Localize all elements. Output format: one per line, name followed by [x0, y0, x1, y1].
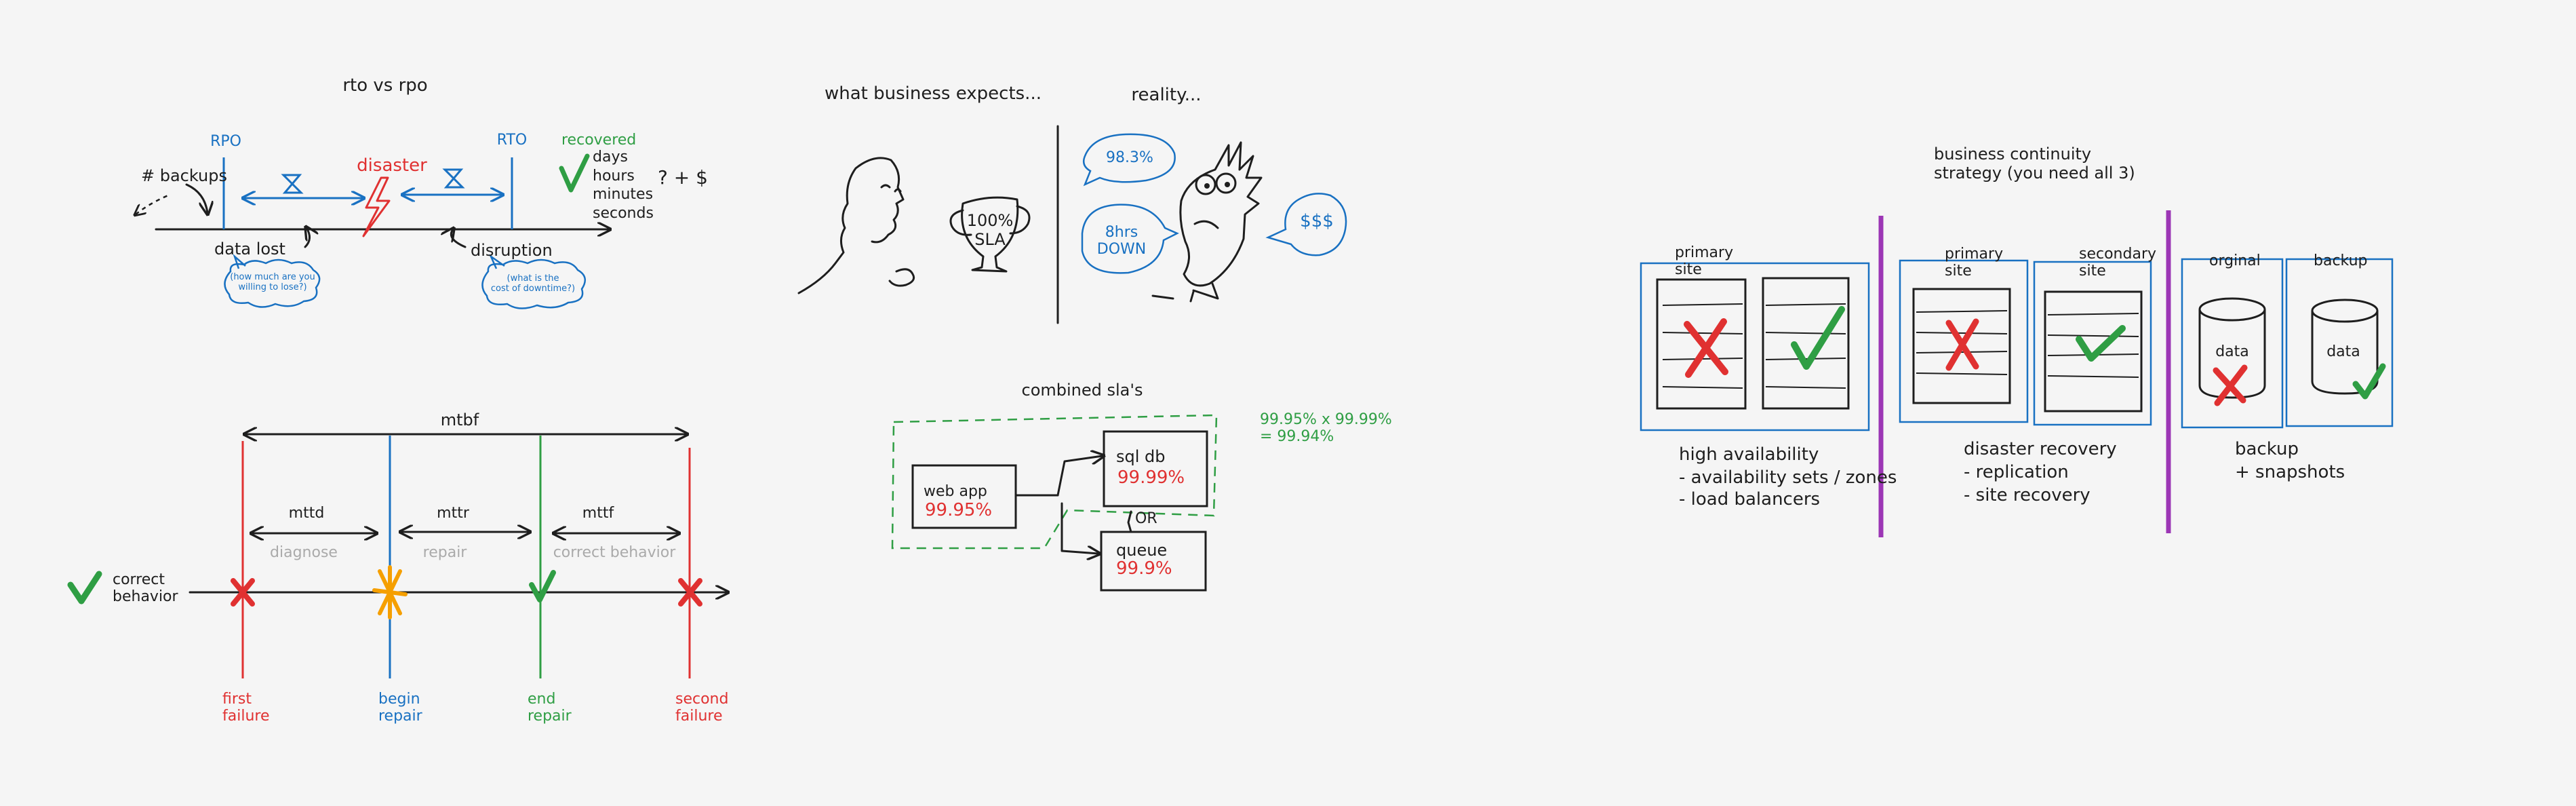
data-label-2: data [2326, 343, 2360, 360]
end-repair-label: end repair [528, 691, 572, 725]
or-label: OR [1135, 510, 1157, 527]
backup-item-1: + snapshots [2235, 462, 2345, 482]
database-icon-backup [2311, 299, 2379, 395]
rto-rpo-title: rto vs rpo [342, 75, 428, 96]
data-label-1: data [2215, 343, 2249, 360]
dr-item-1: - replication [1964, 462, 2069, 482]
disruption-bubble [481, 254, 587, 309]
begin-repair-label: begin repair [378, 691, 422, 725]
dr-heading: disaster recovery [1964, 439, 2117, 459]
rto-label: RTO [496, 132, 528, 149]
backups-label: # backups [141, 166, 227, 185]
lightning-icon [362, 176, 391, 237]
combined-sla-title: combined sla's [1021, 381, 1143, 400]
combined-sla-diagram [891, 414, 1218, 592]
bubble-98-text: 98.3% [1106, 149, 1153, 166]
dr-secondary-label: secondary site [2079, 246, 2157, 280]
check-icon-end-repair [529, 570, 556, 602]
failure-x-icon-1 [231, 578, 255, 607]
failure-timeline [67, 434, 727, 678]
second-failure-label: second failure [675, 691, 729, 725]
cost-label: ? + $ [658, 166, 708, 189]
backup-check-icon [2352, 363, 2386, 400]
first-failure-label: first failure [222, 691, 270, 725]
backup-x-icon [2213, 364, 2248, 406]
checkmark-icon [559, 153, 590, 193]
mttf-label: mttf [582, 505, 614, 522]
data-lost-label: data lost [214, 239, 285, 258]
correct-behavior-gray-label: correct behavior [553, 544, 676, 561]
disruption-bubble-text: (what is the cost of downtime?) [490, 273, 576, 294]
trophy-text: 100% SLA [966, 211, 1014, 249]
stressed-person-icon [1179, 141, 1263, 287]
ha-item-1: - availability sets / zones [1679, 467, 1897, 488]
mtbf-label: mtbf [440, 410, 479, 429]
check-icon-correct [67, 571, 102, 604]
backup-heading: backup [2235, 439, 2299, 459]
mttd-label: mttd [288, 505, 325, 522]
repair-star-icon [372, 565, 408, 619]
disruption-label: disruption [471, 241, 553, 260]
mttr-label: mttr [437, 505, 469, 522]
bubble-money-icon [1265, 193, 1347, 256]
backup-label: backup [2314, 252, 2368, 269]
data-lost-bubble [224, 254, 321, 308]
diagnose-label: diagnose [270, 544, 338, 561]
continuity-title: business continuity strategy (you need a… [1934, 145, 2135, 183]
queue-label: queue [1116, 541, 1168, 560]
continuity-diagram [1640, 210, 2394, 537]
dr-primary-label: primary site [1945, 246, 2004, 280]
bubble-8hrs-text: 8hrs DOWN [1096, 224, 1147, 258]
reality-cartoon [1081, 133, 1347, 303]
ha-site-label: primary site [1675, 244, 1734, 279]
ha-check-icon [1791, 306, 1845, 370]
data-lost-bubble-text: (how much are you willing to lose?) [230, 272, 315, 292]
bubble-98-icon [1083, 133, 1176, 187]
web-app-sla: 99.95% [925, 500, 993, 520]
dr-item-2: - site recovery [1964, 485, 2090, 505]
ha-heading: high availability [1679, 444, 1819, 465]
correct-behavior-label: correct behavior [113, 571, 178, 606]
reality-title: reality... [1131, 85, 1202, 105]
hourglass-icon-2 [442, 168, 465, 189]
queue-sla: 99.9% [1116, 558, 1172, 579]
hourglass-icon-1 [281, 174, 304, 194]
business-expects-title: what business expects... [825, 83, 1042, 104]
person-head-icon [797, 157, 905, 294]
web-app-label: web app [924, 483, 987, 500]
dr-x-icon [1945, 318, 1979, 371]
business-expects-cartoon [797, 125, 1059, 324]
recovered-label: recovered [561, 132, 637, 149]
sql-db-label: sql db [1116, 447, 1166, 466]
recovery-units: days hours minutes seconds [593, 149, 654, 222]
repair-label: repair [422, 544, 467, 561]
sla-formula: 99.95% x 99.99% = 99.94% [1260, 411, 1392, 446]
bubble-8hrs-icon [1081, 204, 1179, 274]
original-label: orginal [2209, 252, 2261, 269]
trophy-icon [949, 196, 1031, 273]
ha-item-2: - load balancers [1679, 489, 1821, 510]
rpo-label: RPO [210, 133, 241, 150]
dr-check-icon [2076, 325, 2126, 362]
ha-x-icon [1684, 318, 1728, 378]
sql-db-sla: 99.99% [1117, 467, 1185, 488]
disaster-label: disaster [357, 155, 427, 176]
database-icon-original [2198, 297, 2266, 399]
rto-rpo-diagram [136, 153, 609, 309]
bubble-money-text: $$$ [1300, 211, 1334, 231]
failure-x-icon-2 [678, 578, 702, 607]
